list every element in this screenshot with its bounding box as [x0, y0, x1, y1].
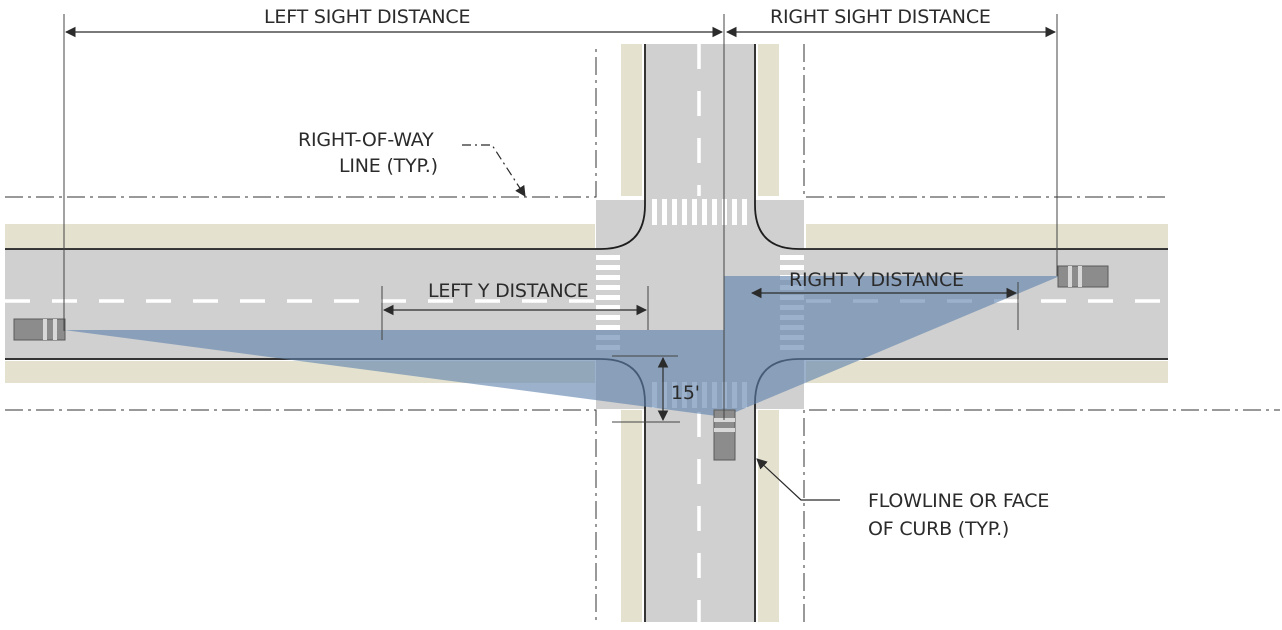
row-line-sw: [5, 409, 597, 622]
reference-lines: [63, 14, 1058, 423]
sidewalk-east-top: [758, 44, 779, 196]
vehicle-left-icon: [13, 318, 66, 341]
dimension-arrows: [64, 26, 1057, 501]
curb-nw: [5, 44, 646, 250]
label-right-of-way-2: LINE (TYP.): [339, 155, 438, 177]
sidewalk-east-bottom: [758, 410, 779, 622]
vehicle-right-icon: [1057, 265, 1109, 288]
sidewalk-south-right: [806, 361, 1168, 383]
label-flowline-2: OF CURB (TYP.): [868, 518, 1009, 540]
row-line-se: [803, 409, 1280, 622]
curb-sw: [5, 358, 646, 622]
label-flowline-1: FLOWLINE OR FACE: [868, 490, 1049, 512]
sight-triangle-right: [724, 276, 1060, 417]
sidewalks: [5, 44, 1168, 622]
sight-triangles: [64, 276, 1060, 417]
label-right-sight-distance: RIGHT SIGHT DISTANCE: [770, 6, 991, 28]
right-of-way-lines: [5, 44, 1280, 622]
sidewalk-north-left: [5, 224, 595, 248]
sight-triangle-left: [64, 330, 724, 417]
label-right-of-way-1: RIGHT-OF-WAY: [298, 129, 434, 151]
label-offset-15: 15': [671, 382, 700, 404]
label-right-y-distance: RIGHT Y DISTANCE: [789, 269, 964, 291]
flowline-leader: [756, 458, 840, 501]
labels: LEFT SIGHT DISTANCE RIGHT SIGHT DISTANCE…: [255, 4, 1049, 540]
vehicles: [13, 265, 1109, 461]
sidewalk-north-right: [806, 224, 1168, 248]
label-left-y-distance: LEFT Y DISTANCE: [428, 280, 588, 302]
row-line-ne: [803, 44, 1168, 198]
right-of-way-leader: [462, 144, 526, 197]
curb-ne: [754, 44, 1168, 250]
sidewalk-west-bottom: [621, 410, 642, 622]
sidewalk-west-top: [621, 44, 642, 196]
row-line-nw: [5, 44, 597, 198]
label-left-sight-distance: LEFT SIGHT DISTANCE: [264, 6, 470, 28]
